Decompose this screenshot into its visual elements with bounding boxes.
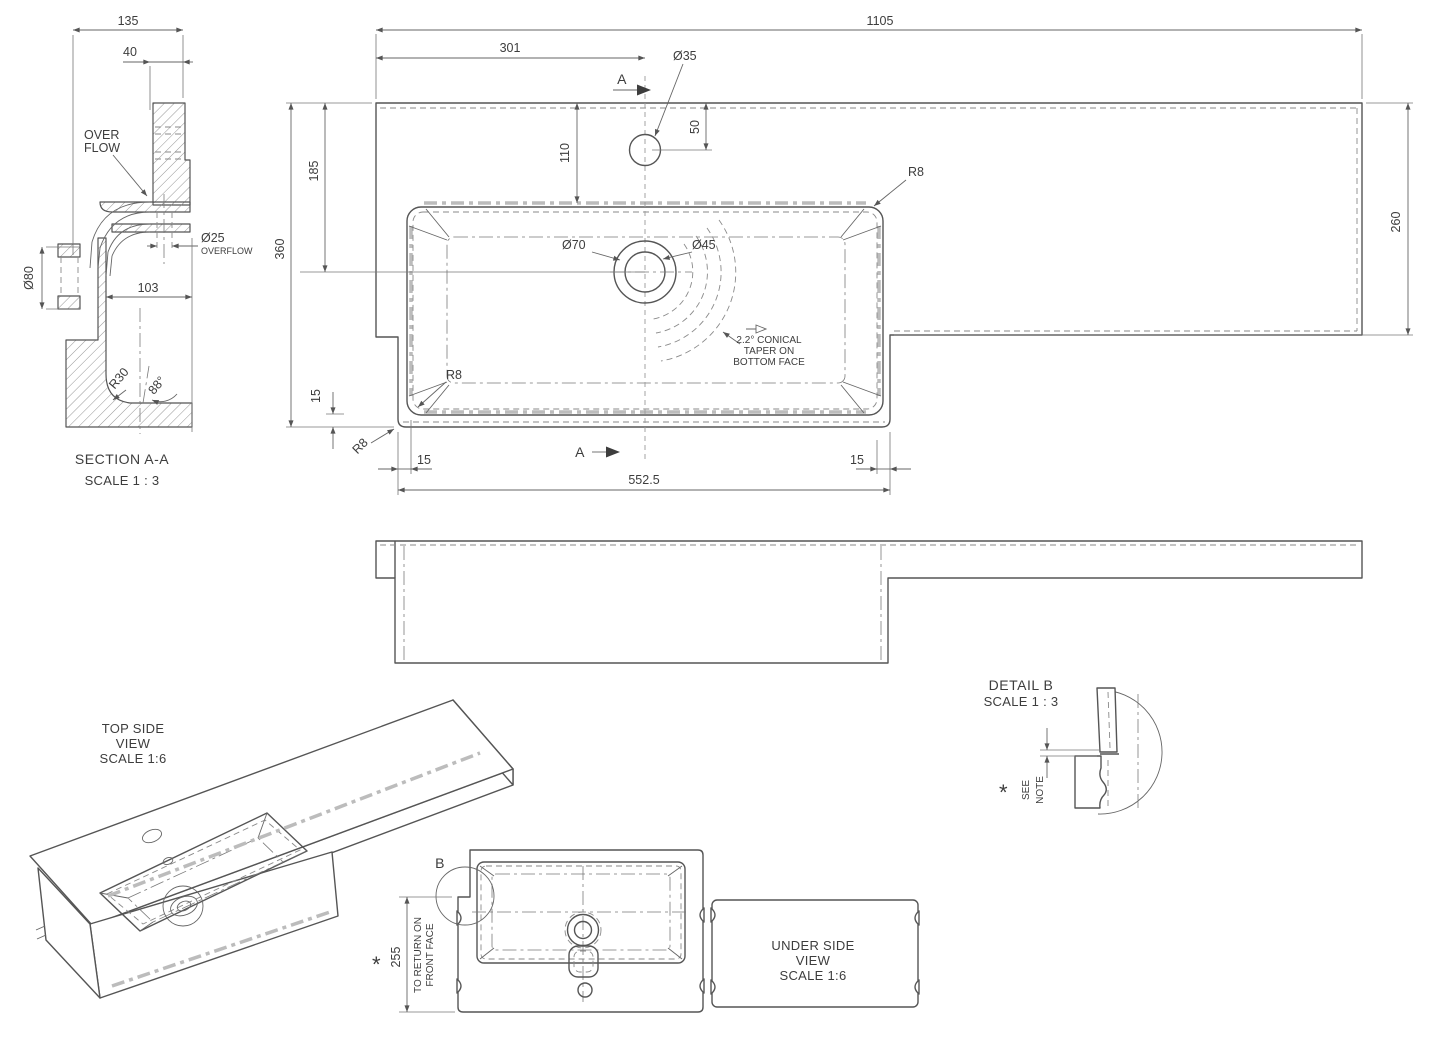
detail-asterisk: * <box>999 780 1008 805</box>
dim-r30-label: R30 <box>106 365 131 392</box>
section-view-scale: SCALE 1 : 3 <box>85 473 160 488</box>
underside-basin-footprint <box>457 849 704 1013</box>
dim-d25-label: Ø25 <box>201 231 225 245</box>
under-side-view: UNDER SIDE VIEW SCALE 1:6 B 255 TO RETUR… <box>372 849 920 1013</box>
underside-title-2: VIEW <box>796 953 831 968</box>
plan-outline <box>375 102 1363 428</box>
underside-fixing-hole <box>577 982 593 998</box>
dim-50-label: 50 <box>688 120 702 134</box>
section-slab-top <box>99 201 191 213</box>
dim-301-label: 301 <box>500 41 521 55</box>
dim-d25-sub-label: OVERFLOW <box>201 246 253 256</box>
detail-b-view: DETAIL B SCALE 1 : 3 * SEE NOTE <box>984 677 1163 815</box>
dim-15-left-vertical-label: 15 <box>309 389 323 403</box>
iso-tap-hole <box>142 828 162 844</box>
dim-103-label: 103 <box>138 281 159 295</box>
underside-title-1: UNDER SIDE <box>771 938 854 953</box>
section-view-title: SECTION A-A <box>75 451 169 467</box>
section-a-a-view: 135 40 OVER FLOW Ø25 OVERFLOW Ø80 103 R3… <box>22 14 253 488</box>
section-boss-lower <box>57 295 81 310</box>
iso-basin-left-face <box>37 867 101 999</box>
dim-360-label: 360 <box>273 239 287 260</box>
dim-255-label: 255 <box>389 947 403 968</box>
section-arrow-top <box>637 84 651 96</box>
dim-552-label: 552.5 <box>628 473 659 487</box>
drain-outer-label: Ø70 <box>562 238 586 252</box>
dim-1105-label: 1105 <box>867 14 894 28</box>
detail-see-note-2: NOTE <box>1035 776 1046 804</box>
drain-inner-label: Ø45 <box>692 238 716 252</box>
dim-110-label: 110 <box>558 143 572 163</box>
underside-note-1: TO RETURN ON <box>413 917 424 993</box>
dim-185-label: 185 <box>307 161 321 182</box>
iso-drain-hole <box>170 895 198 917</box>
detail-return-profile <box>1074 755 1107 809</box>
detail-see-note-1: SEE <box>1021 780 1032 800</box>
dim-15-bottom-right-label: 15 <box>850 453 864 467</box>
detail-b-callout-letter: B <box>435 855 445 871</box>
detail-b-callout-circle <box>435 866 495 926</box>
underside-note-2: FRONT FACE <box>425 923 436 986</box>
underside-overflow-slot <box>568 945 599 978</box>
top-side-title-1: TOP SIDE <box>102 721 165 736</box>
r8-basin-corner-label: R8 <box>446 368 462 382</box>
front-view <box>375 540 1363 664</box>
section-wall-and-base <box>65 237 193 428</box>
iso-overflow-hole <box>162 856 174 866</box>
tap-dia-label: Ø35 <box>673 49 697 63</box>
dim-40-label: 40 <box>123 45 137 59</box>
taper-note-line1: 2.2° CONICAL <box>736 335 802 346</box>
detail-b-title: DETAIL B <box>989 677 1054 693</box>
dim-260-label: 260 <box>1389 212 1403 233</box>
overflow-note-line1: OVER <box>84 128 119 142</box>
detail-b-scale: SCALE 1 : 3 <box>984 694 1059 709</box>
section-letter-bottom: A <box>575 444 585 460</box>
overflow-note-line2: FLOW <box>84 141 120 155</box>
taper-note-line2: TAPER ON <box>744 346 794 357</box>
r8-outer-corner-label: R8 <box>350 436 371 457</box>
taper-note-line3: BOTTOM FACE <box>733 357 805 368</box>
section-arrow-bottom <box>606 446 620 458</box>
detail-slab-edge <box>1096 687 1118 753</box>
detail-b-boundary-circle <box>1097 689 1163 815</box>
plan-view: 2.2° CONICAL TAPER ON BOTTOM FACE Ø70 Ø4… <box>273 14 1413 495</box>
top-side-title-3: SCALE 1:6 <box>99 751 166 766</box>
front-outline <box>375 540 1363 664</box>
dim-135-label: 135 <box>118 14 139 28</box>
underside-basin-recess <box>476 861 686 964</box>
dim-d80-label: Ø80 <box>22 266 36 290</box>
iso-drain-circle <box>162 885 204 927</box>
section-letter-top: A <box>617 71 627 87</box>
basin-bottom-face <box>446 236 846 384</box>
section-back-wall <box>152 102 191 206</box>
underside-slab-footprint <box>711 899 919 1008</box>
underside-title-3: SCALE 1:6 <box>779 968 846 983</box>
underside-asterisk: * <box>372 952 381 977</box>
dim-15-bottom-left-label: 15 <box>417 453 431 467</box>
top-side-isometric-view: TOP SIDE VIEW SCALE 1:6 <box>29 699 514 999</box>
section-boss-upper <box>57 243 81 258</box>
dim-88deg-label: 88° <box>145 374 168 397</box>
top-side-title-2: VIEW <box>116 736 151 751</box>
r8-top-right-label: R8 <box>908 165 924 179</box>
